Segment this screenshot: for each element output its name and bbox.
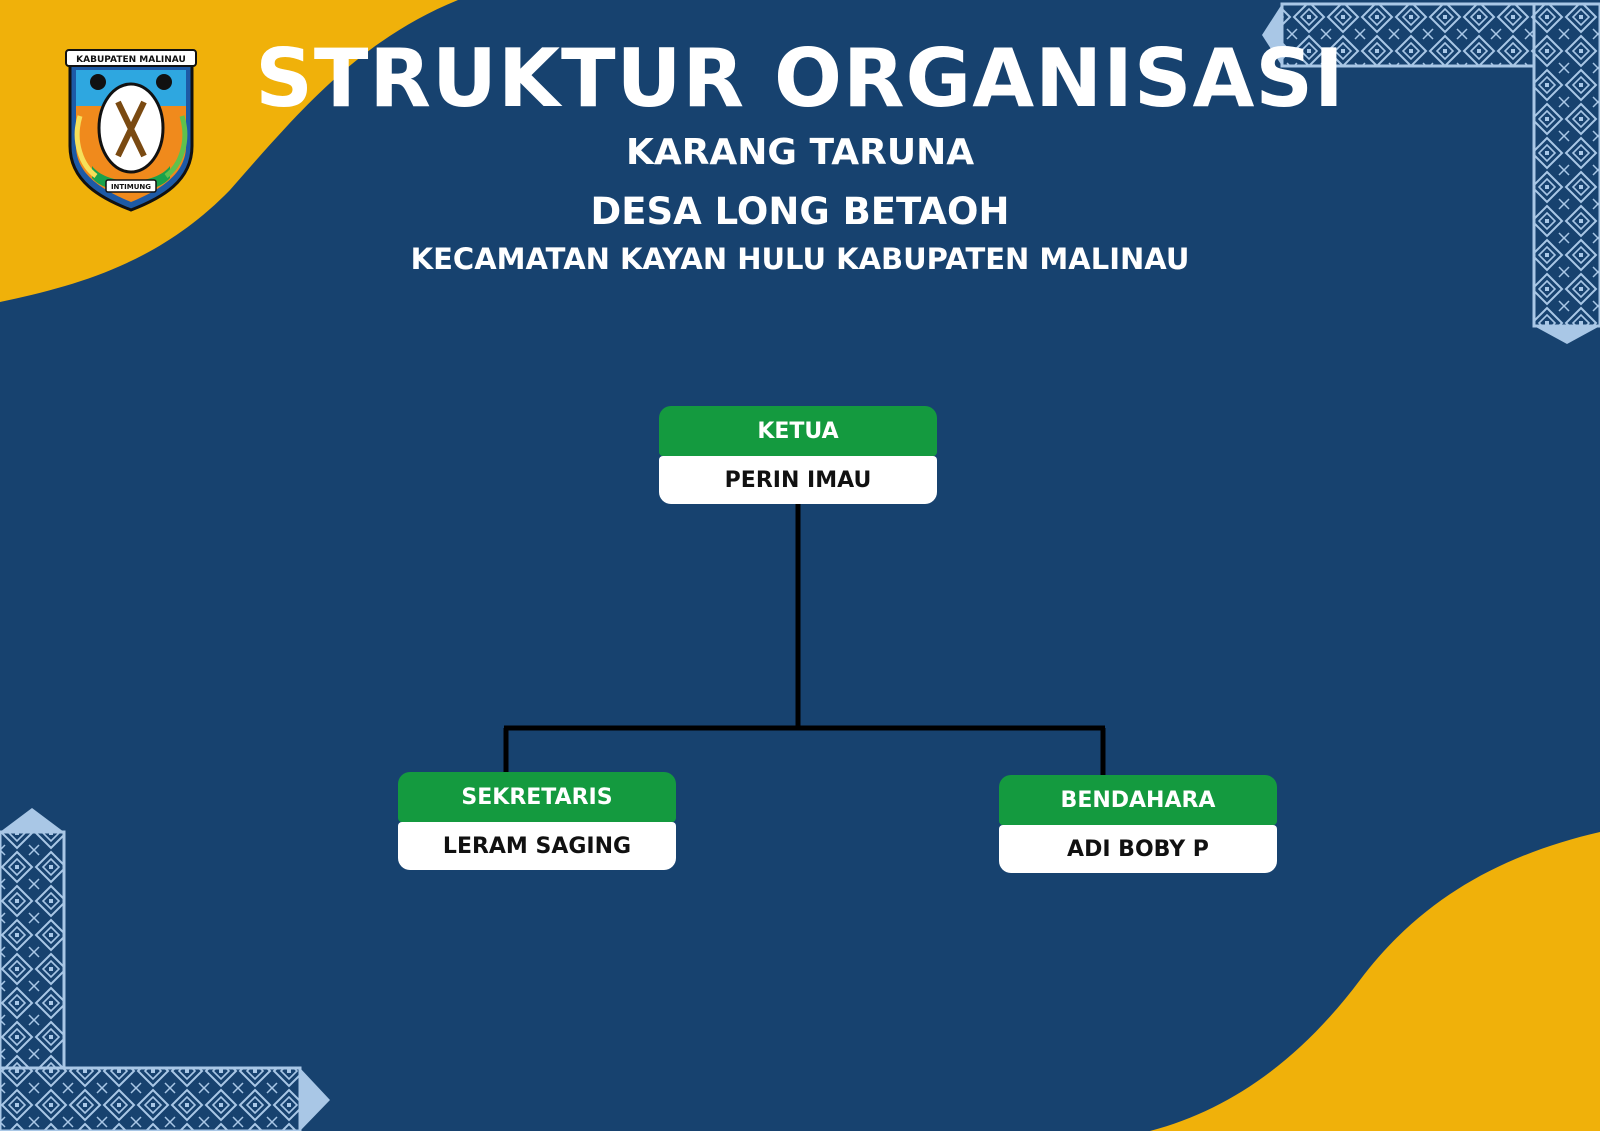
org-person-name: ADI BOBY P: [999, 825, 1277, 873]
org-person-name: PERIN IMAU: [659, 456, 937, 504]
org-person-name: LERAM SAGING: [398, 822, 676, 870]
org-node-sekretaris: SEKRETARIS LERAM SAGING: [398, 772, 676, 870]
crest-top-text: KABUPATEN MALINAU: [76, 55, 186, 65]
subtitle-district: KECAMATAN KAYAN HULU KABUPATEN MALINAU: [410, 242, 1190, 276]
org-connectors: [503, 504, 1106, 775]
dayak-pattern-corner-icon: [1262, 2, 1600, 344]
org-node-ketua: KETUA PERIN IMAU: [659, 406, 937, 504]
dayak-pattern-corner-icon: [0, 808, 330, 1131]
org-node-bendahara: BENDAHARA ADI BOBY P: [999, 775, 1277, 873]
org-role-label: SEKRETARIS: [398, 772, 676, 822]
subtitle-village: DESA LONG BETAOH: [590, 190, 1010, 233]
regency-crest-icon: KABUPATEN MALINAU INTIMUNG: [62, 46, 200, 214]
org-role-label: KETUA: [659, 406, 937, 456]
page-title: STRUKTUR ORGANISASI: [255, 32, 1345, 125]
yellow-wave-bottom-right: [1150, 832, 1600, 1131]
org-role-label: BENDAHARA: [999, 775, 1277, 825]
subtitle-organization: KARANG TARUNA: [625, 132, 975, 173]
crest-motto: INTIMUNG: [111, 183, 151, 191]
